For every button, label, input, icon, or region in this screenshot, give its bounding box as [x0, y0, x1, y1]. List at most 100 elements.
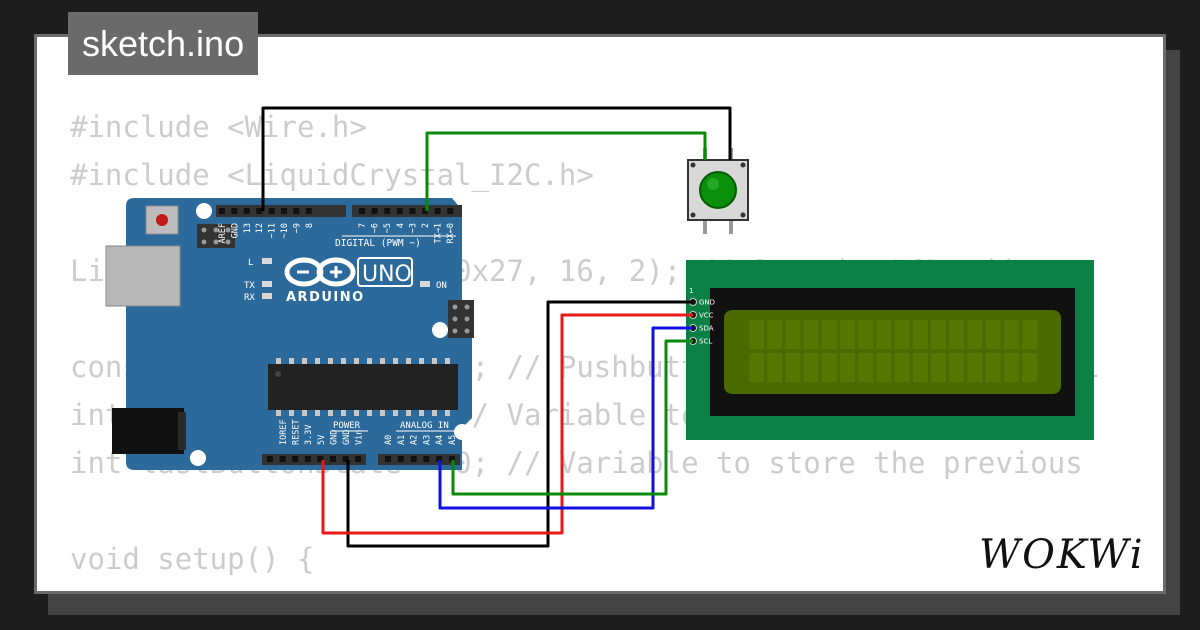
lcd-char-cell [985, 353, 1001, 382]
header-pin[interactable] [447, 208, 454, 214]
digital-pin-label: ~9 [292, 223, 302, 233]
tx-led [262, 281, 272, 287]
header-pin[interactable] [423, 456, 430, 462]
power-jack [112, 408, 184, 454]
header-pin[interactable] [422, 208, 428, 214]
file-title-tab: sketch.ino [68, 12, 259, 75]
lcd-char-cell [858, 320, 874, 349]
header-pin[interactable] [371, 208, 378, 214]
rx-led-label: RX [244, 293, 255, 303]
header-pin[interactable] [279, 456, 286, 462]
lcd-char-cell [1003, 353, 1019, 382]
header-pin[interactable] [267, 456, 273, 462]
lcd-char-cell [821, 353, 837, 382]
header-pin[interactable] [231, 208, 238, 214]
analog-pin-label: A0 [384, 435, 394, 445]
lcd-char-cell [949, 320, 965, 349]
header-pin[interactable] [434, 208, 441, 214]
usb-port [105, 245, 181, 307]
digital-pin-label: 8 [305, 223, 315, 228]
header-pin[interactable] [243, 208, 250, 214]
wire-pin2-button[interactable] [425, 131, 707, 211]
header-pin[interactable] [268, 208, 275, 214]
header-pin[interactable] [330, 456, 336, 462]
digital-header-right [352, 205, 462, 217]
power-pin-label: GND [329, 430, 339, 445]
analog-pin-label: A1 [397, 435, 407, 445]
button-cap[interactable] [699, 171, 737, 209]
pushbutton[interactable] [687, 148, 749, 234]
power-pin-label: 5V [317, 435, 327, 445]
analog-label: ANALOG IN [400, 421, 449, 431]
lcd-char-cell [876, 320, 892, 349]
header-pin[interactable] [292, 456, 299, 462]
wire-gnd-lcd[interactable] [346, 300, 693, 548]
analog-pin-label: A3 [422, 435, 432, 445]
header-pin[interactable] [436, 456, 443, 462]
power-pin-label: IOREF [279, 419, 289, 445]
power-pin-label: GND [342, 430, 352, 445]
lcd-char-cell [803, 320, 819, 349]
header-pin[interactable] [342, 456, 349, 462]
digital-pin-label: ~3 [408, 223, 418, 233]
lcd-char-cell [1022, 353, 1037, 382]
lcd-char-cell [767, 320, 783, 349]
header-pin[interactable] [384, 208, 391, 214]
power-jack-lip [178, 412, 186, 450]
wire-5v-lcd[interactable] [321, 313, 693, 535]
wokwi-logo-text: WOKWi [979, 532, 1145, 578]
header-pin[interactable] [385, 456, 391, 462]
button-leg [729, 220, 733, 234]
digital-pin-label: AREF [218, 223, 228, 243]
header-pin[interactable] [219, 208, 225, 214]
analog-pin-label: A2 [410, 435, 420, 445]
header-pin[interactable] [256, 208, 263, 214]
model-label: UNO [362, 262, 412, 287]
lcd-char-cell [821, 320, 837, 349]
lcd-char-cell [912, 320, 928, 349]
code-line: #include <LiquidCrystal_I2C.h> [70, 158, 594, 192]
icsp-header-right [448, 300, 474, 338]
header-pin[interactable] [397, 456, 404, 462]
header-pin[interactable] [305, 208, 312, 214]
lcd-char-cell [1003, 320, 1019, 349]
header-pin[interactable] [355, 456, 362, 462]
header-pin[interactable] [396, 208, 403, 214]
lcd-char-cell [767, 353, 783, 382]
mounting-hole [432, 322, 448, 338]
on-led [420, 281, 430, 287]
wire-a4-sda[interactable] [438, 326, 693, 510]
wires [261, 106, 732, 548]
on-led-label: ON [436, 281, 447, 291]
header-pin[interactable] [410, 456, 417, 462]
header-pin[interactable] [293, 208, 300, 214]
lcd-pin1-label: 1 [689, 287, 693, 295]
uno-badge [357, 257, 413, 287]
digital-pin-label: 12 [255, 223, 265, 233]
wire-gnd-button[interactable] [261, 106, 732, 211]
header-pin[interactable] [317, 456, 324, 462]
analog-pin-label: A4 [435, 435, 445, 445]
reset-button-cap[interactable] [156, 214, 168, 226]
lcd-char-cell [931, 353, 946, 382]
mounting-hole [454, 424, 470, 440]
mounting-hole [196, 203, 212, 219]
digital-pin-label: RX←0 [446, 223, 456, 243]
header-pin[interactable] [409, 208, 416, 214]
digital-pin-label: 2 [421, 223, 431, 228]
wire-a5-scl[interactable] [451, 339, 693, 496]
header-pin[interactable] [449, 456, 455, 462]
digital-pin-label: ~5 [383, 223, 393, 233]
atmega-chip [268, 364, 458, 410]
power-pin-label: RESET [292, 419, 302, 445]
header-pin[interactable] [281, 208, 287, 214]
header-pin[interactable] [359, 208, 365, 214]
digital-pin-label: TX→1 [434, 223, 444, 243]
analog-header [378, 454, 460, 465]
button-leg [703, 220, 707, 234]
l-led-label: L [248, 258, 253, 268]
header-pin[interactable] [304, 456, 311, 462]
